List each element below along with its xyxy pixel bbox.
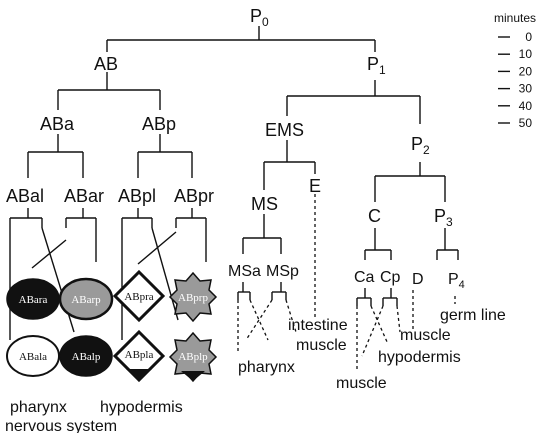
node-e: E (309, 176, 321, 196)
node-abar: ABar (64, 186, 104, 206)
cell-abara: ABara (6, 278, 60, 320)
node-p1: P1 (367, 54, 386, 77)
fate-germ-line: germ line (440, 307, 506, 324)
fate-hypodermis-left: hypodermis (100, 399, 183, 416)
svg-text:ABarp: ABarp (71, 294, 101, 306)
cell-abala: ABala (6, 335, 60, 377)
cell-abarp: ABarp (58, 277, 114, 321)
cell-abalp: ABalp (59, 335, 113, 377)
time-tick-label: 10 (519, 47, 533, 61)
node-ab: AB (94, 54, 118, 74)
svg-text:ABala: ABala (19, 351, 47, 363)
svg-text:ABpla: ABpla (125, 349, 154, 361)
fate-pharynx-ms: pharynx (238, 359, 295, 376)
fate-intestine: intestine (288, 317, 348, 334)
svg-text:ABalp: ABalp (72, 351, 101, 363)
fate-muscle-d: muscle (400, 327, 451, 344)
cell-abplp: ABplp (168, 331, 218, 383)
svg-text:ABplp: ABplp (178, 351, 208, 363)
node-ems: EMS (265, 120, 304, 140)
node-abp: ABp (142, 114, 176, 134)
node-p3: P3 (434, 206, 453, 229)
lineage-lines (9, 26, 459, 372)
node-abal: ABal (6, 186, 44, 206)
cell-abprp: ABprp (168, 271, 218, 323)
svg-text:ABpra: ABpra (124, 291, 153, 303)
node-abpr: ABpr (174, 186, 214, 206)
cell-abpra: ABpra (112, 269, 166, 323)
fate-pharynx-left: pharynx (10, 399, 67, 416)
fate-muscle-ms: muscle (296, 337, 347, 354)
svg-text:ABara: ABara (19, 294, 48, 306)
node-ca: Ca (354, 269, 375, 286)
time-tick-label: 50 (519, 116, 533, 130)
node-p0: P0 (250, 6, 269, 29)
node-d: D (412, 271, 424, 288)
node-p4: P4 (448, 271, 465, 291)
node-abpl: ABpl (118, 186, 156, 206)
time-tick-label: 0 (525, 30, 532, 44)
node-ms: MS (251, 194, 278, 214)
node-c: C (368, 206, 381, 226)
time-axis-title: minutes (494, 11, 536, 25)
node-cp: Cp (380, 269, 401, 286)
svg-text:ABprp: ABprp (178, 292, 208, 304)
fate-nervous-system: nervous system (5, 418, 117, 433)
node-msa: MSa (228, 263, 261, 280)
node-aba: ABa (40, 114, 75, 134)
node-msp: MSp (266, 263, 299, 280)
fate-muscle-c: muscle (336, 375, 387, 392)
cell-abpla: ABpla (112, 329, 166, 383)
fate-hypodermis-c: hypodermis (378, 349, 461, 366)
node-p2: P2 (411, 134, 430, 157)
time-tick-label: 40 (519, 99, 533, 113)
time-tick-label: 30 (519, 82, 533, 96)
time-axis: minutes 0 10 20 30 40 50 (494, 11, 536, 130)
time-tick-label: 20 (519, 64, 533, 78)
